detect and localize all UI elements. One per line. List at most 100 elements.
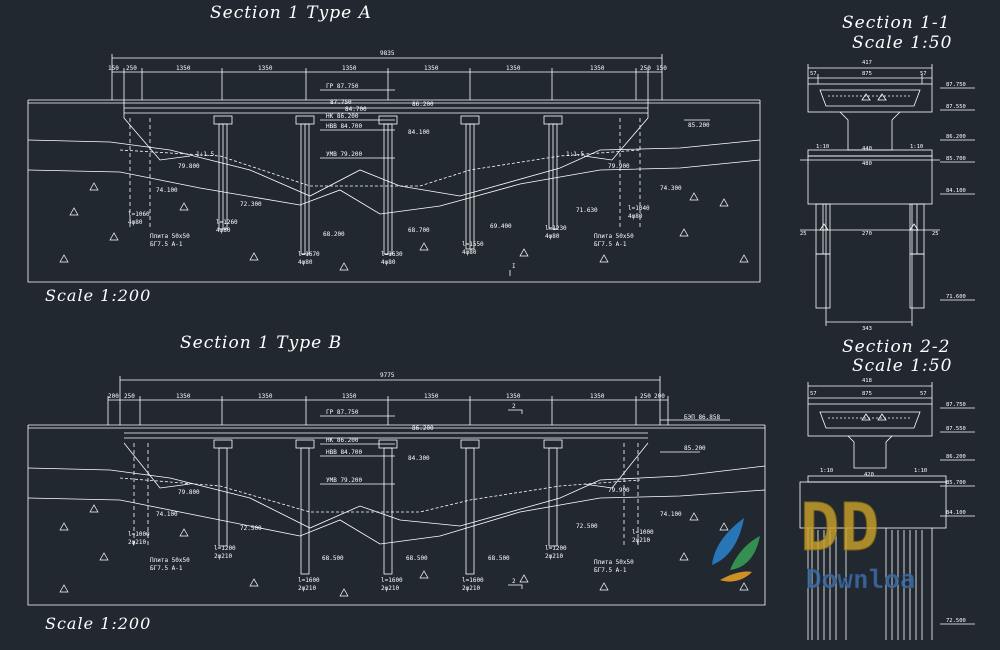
dimension-label: 418 (862, 378, 872, 384)
elevation-label: 68.700 (408, 227, 430, 234)
dimension-label: 57 (920, 391, 927, 397)
elevation-label: 72.500 (240, 525, 262, 532)
span-label: 1350 (424, 65, 439, 72)
pile-label: 2φ210 (632, 537, 650, 544)
pile-label: l=1000 (632, 529, 654, 536)
elevation-label: 84.300 (408, 455, 430, 462)
watermark-letters: DD (800, 489, 879, 566)
elevation-label: 84.100 (946, 510, 966, 516)
span-label: 1350 (424, 393, 439, 400)
span-label: 200 (654, 393, 665, 400)
dimension-label: 440 (862, 146, 872, 152)
pile-label: l=1260 (216, 219, 238, 226)
elevation-label: 87.550 (946, 104, 966, 110)
note-label: Плита 50х50 (150, 557, 190, 564)
watermark-logo: DD Downloa (712, 489, 916, 595)
title-section-1-1: Section 1-1 (842, 13, 951, 33)
pile-label: l=1600 (298, 577, 320, 584)
span-label: 1350 (342, 65, 357, 72)
span-label: 250 (640, 65, 651, 72)
span-label: 1350 (176, 393, 191, 400)
pile-label: l=1200 (545, 545, 567, 552)
pile-label: 2φ210 (214, 553, 232, 560)
pile-label: 2φ210 (462, 585, 480, 592)
elevation-label: 68.200 (323, 231, 345, 238)
level-label: НК 86.200 (326, 113, 359, 120)
pile-label: l=1630 (381, 251, 403, 258)
elevation-label: 72.500 (576, 523, 598, 530)
level-label: УМВ 79.200 (326, 477, 363, 484)
span-label: 250 (126, 65, 137, 72)
span-label: 1350 (506, 393, 521, 400)
title-section-b: Section 1 Type B (180, 333, 343, 353)
dimension-label: 57 (810, 71, 817, 77)
elevation-label: 68.500 (488, 555, 510, 562)
elevation-label: 72.300 (240, 201, 262, 208)
dimension-label: 270 (862, 231, 872, 237)
note-label: БГ7.5 А-1 (150, 565, 183, 572)
slope-label: 1:1.5 (566, 151, 584, 158)
level-label: УМВ 79.200 (326, 151, 363, 158)
elevation-label: 86.200 (412, 425, 434, 432)
elevation-label: 85.700 (946, 480, 966, 486)
pile-label: 4φ80 (545, 233, 560, 240)
dimension-label: 57 (920, 71, 927, 77)
pile-label: l=1600 (381, 577, 403, 584)
section-mark: 2 (512, 578, 516, 585)
elevation-label: 86.200 (412, 101, 434, 108)
note-label: Плита 50х50 (594, 559, 634, 566)
note-label: Плита 50х50 (594, 233, 634, 240)
slope-label: 1:10 (910, 144, 923, 150)
span-label: 250 (124, 393, 135, 400)
elevation-label: 79.900 (608, 163, 630, 170)
pile-label: l=1230 (545, 225, 567, 232)
elevation-label: БЭП 86.858 (684, 414, 721, 421)
pile-label: 4φ80 (128, 219, 143, 226)
pile-label: 4φ80 (628, 213, 643, 220)
title-section-a: Section 1 Type A (210, 3, 372, 23)
leaf-logo-icon (712, 518, 744, 565)
section-mark: I (512, 263, 516, 270)
span-label: 1350 (176, 65, 191, 72)
scale-section-2-2: Scale 1:50 (852, 356, 953, 376)
elevation-label: 69.400 (490, 223, 512, 230)
span-label: 1350 (590, 65, 605, 72)
pile-label: 2φ210 (298, 585, 316, 592)
slope-label: 1:1.5 (196, 151, 214, 158)
scale-section-b: Scale 1:200 (45, 614, 152, 633)
note-label: Плита 50х50 (150, 233, 190, 240)
pile-label: 4φ80 (381, 259, 396, 266)
slope-label: 1:10 (816, 144, 829, 150)
level-label: НВВ 84.700 (326, 123, 363, 130)
elevation-label: 72.500 (946, 618, 966, 624)
span-label: 150 (108, 65, 119, 72)
section-mark: 2 (512, 403, 516, 410)
level-label: ГР 87.750 (326, 83, 359, 90)
slope-label: 1:10 (820, 468, 833, 474)
span-label: 1350 (258, 393, 273, 400)
span-label: 150 (656, 65, 667, 72)
elevation-label: 74.100 (660, 511, 682, 518)
elevation-label: 68.500 (322, 555, 344, 562)
elevation-label: 87.550 (946, 426, 966, 432)
elevation-label: 74.100 (156, 511, 178, 518)
elevation-label: 87.750 (946, 402, 966, 408)
pile-label: 4φ80 (298, 259, 313, 266)
total-length-a: 9835 (380, 50, 395, 57)
pile-label: l=1600 (462, 577, 484, 584)
elevation-label: 84.100 (946, 188, 966, 194)
pile-label: 2φ210 (128, 539, 146, 546)
span-label: 200 (108, 393, 119, 400)
dimension-label: 417 (862, 60, 872, 66)
elevation-label: 68.500 (406, 555, 428, 562)
dimension-label: 25 (932, 231, 939, 237)
elevation-label: 85.200 (684, 445, 706, 452)
dimension-label: 420 (864, 472, 874, 478)
note-label: БГ7.5 А-1 (594, 567, 627, 574)
elevation-label: 84.700 (345, 106, 367, 113)
pile-label: l=1060 (128, 211, 150, 218)
elevation-label: 71.630 (576, 207, 598, 214)
